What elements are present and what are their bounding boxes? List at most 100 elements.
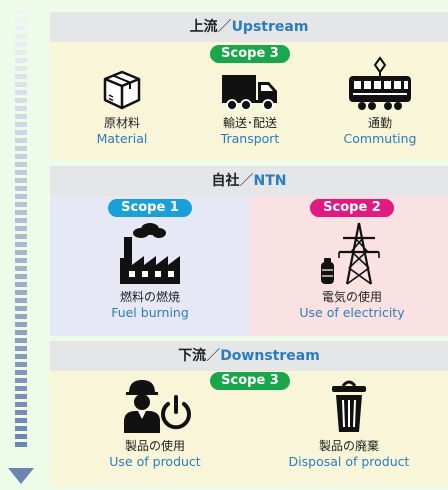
flow-arrow-segment xyxy=(15,386,27,391)
train-icon xyxy=(349,56,411,110)
flow-arrow-segment xyxy=(15,378,27,383)
flow-arrow-segment xyxy=(15,346,27,351)
flow-arrow-segment xyxy=(15,194,27,199)
flow-arrow-segment xyxy=(15,98,27,103)
trash-can-icon xyxy=(332,380,366,432)
flow-arrow-segment xyxy=(15,58,27,63)
flow-arrow-segment xyxy=(15,418,27,423)
flow-arrow-segment xyxy=(15,82,27,87)
flow-arrow-segment xyxy=(15,234,27,239)
upstream-header: 上流／Upstream xyxy=(50,12,448,42)
use-of-product-label-jp: 製品の使用 xyxy=(124,439,185,453)
flow-arrow-segment xyxy=(15,146,27,151)
truck-icon xyxy=(222,75,277,111)
flow-arrow-segment xyxy=(15,66,27,71)
flow-arrow-segment xyxy=(15,330,27,335)
flow-arrow-segment xyxy=(15,42,27,47)
flow-arrow-segment xyxy=(15,26,27,31)
downstream-panel: 下流／Downstream Scope 3 製品の使用 Use of produ… xyxy=(50,341,448,486)
flow-arrow-segment xyxy=(15,242,27,247)
material-label-jp: 原材料 xyxy=(103,116,140,130)
worker-power-icon xyxy=(124,380,191,433)
flow-arrow-segment xyxy=(15,74,27,79)
scope1-area: Scope 1 燃料の燃焼 Fuel burning xyxy=(50,196,250,336)
flow-arrow-segment xyxy=(15,226,27,231)
material-label-en: Material xyxy=(96,131,148,146)
flow-arrow-segment xyxy=(15,402,27,407)
electricity-label-en: Use of electricity xyxy=(299,305,405,320)
flow-arrow-segment xyxy=(15,306,27,311)
flow-arrow-segment xyxy=(15,370,27,375)
scope2-area: Scope 2 xyxy=(250,196,448,336)
flow-arrow-segment xyxy=(15,250,27,255)
flow-arrow-segment xyxy=(15,410,27,415)
factory-icon xyxy=(120,223,180,284)
flow-arrow-segment xyxy=(15,394,27,399)
transport-label-jp: 輸送･配送 xyxy=(222,116,277,130)
electricity-item: 電気の使用 Use of electricity xyxy=(288,220,416,321)
flow-arrow-segment xyxy=(15,170,27,175)
flow-arrow-segment xyxy=(15,90,27,95)
electricity-label-jp: 電気の使用 xyxy=(321,290,382,304)
company-panel: 自社／NTN Scope 1 燃料の燃焼 Fuel burning xyxy=(50,166,448,336)
downstream-title-en: Downstream xyxy=(220,348,320,364)
flow-arrow-segment xyxy=(15,354,27,359)
flow-arrow-segment xyxy=(15,122,27,127)
upstream-title-en: Upstream xyxy=(231,19,309,35)
flow-arrow-segment xyxy=(15,162,27,167)
scope3-badge-downstream: Scope 3 xyxy=(210,372,290,390)
disposal-label-en: Disposal of product xyxy=(288,454,410,469)
company-title-en: NTN xyxy=(253,173,287,189)
flow-arrow-segment xyxy=(15,210,27,215)
flow-arrow-segment xyxy=(15,290,27,295)
flow-arrow-segment xyxy=(15,154,27,159)
flow-arrow-segment xyxy=(15,322,27,327)
company-title-jp: 自社 xyxy=(211,173,240,189)
flow-arrow-segment xyxy=(15,282,27,287)
flow-arrow-segment xyxy=(15,34,27,39)
scope3-badge-upstream: Scope 3 xyxy=(210,45,290,63)
flow-arrow-segment xyxy=(15,426,27,431)
disposal-item: 製品の廃棄 Disposal of product xyxy=(284,375,414,470)
flow-arrow-segment xyxy=(15,106,27,111)
flow-arrow-segment xyxy=(15,258,27,263)
scope1-badge: Scope 1 xyxy=(108,199,192,217)
flow-arrow-segment xyxy=(15,130,27,135)
fuel-burning-label-en: Fuel burning xyxy=(111,305,189,320)
flow-arrow-segment xyxy=(15,50,27,55)
fuel-burning-label-jp: 燃料の燃焼 xyxy=(119,290,180,304)
flow-arrow-head xyxy=(8,468,34,484)
flow-arrow-segment xyxy=(15,18,27,23)
commuting-label-jp: 通勤 xyxy=(367,116,392,130)
power-tower-icon xyxy=(321,222,380,285)
company-body: Scope 1 燃料の燃焼 Fuel burning Scope 2 xyxy=(50,196,448,336)
flow-arrow-segment xyxy=(15,314,27,319)
transport-item: 輸送･配送 Transport xyxy=(200,68,300,147)
downstream-header: 下流／Downstream xyxy=(50,341,448,371)
flow-arrow-segment xyxy=(15,202,27,207)
flow-arrow xyxy=(6,10,36,486)
upstream-body: Scope 3 原材料 Material xyxy=(50,42,448,160)
flow-arrow-segment xyxy=(15,362,27,367)
use-of-product-label-en: Use of product xyxy=(109,454,201,469)
disposal-label-jp: 製品の廃棄 xyxy=(318,439,379,453)
flow-arrow-segment xyxy=(15,10,27,15)
material-item: 原材料 Material xyxy=(72,68,172,147)
flow-arrow-segment xyxy=(15,114,27,119)
commuting-label-en: Commuting xyxy=(343,131,417,146)
flow-arrow-segment xyxy=(15,218,27,223)
downstream-body: Scope 3 製品の使用 Use of product xyxy=(50,371,448,486)
flow-arrow-segment xyxy=(15,178,27,183)
flow-arrow-segment xyxy=(15,138,27,143)
flow-arrow-segment xyxy=(15,298,27,303)
flow-arrow-segment xyxy=(15,434,27,439)
upstream-panel: 上流／Upstream Scope 3 原材料 Material xyxy=(50,12,448,160)
fuel-burning-item: 燃料の燃焼 Fuel burning xyxy=(95,220,205,321)
company-header: 自社／NTN xyxy=(50,166,448,196)
box-icon xyxy=(103,70,141,110)
upstream-title-jp: 上流 xyxy=(189,19,218,35)
transport-label-en: Transport xyxy=(220,131,280,146)
scope2-badge: Scope 2 xyxy=(310,199,394,217)
commuting-item: 通勤 Commuting xyxy=(330,56,430,147)
use-of-product-item: 製品の使用 Use of product xyxy=(92,375,218,470)
